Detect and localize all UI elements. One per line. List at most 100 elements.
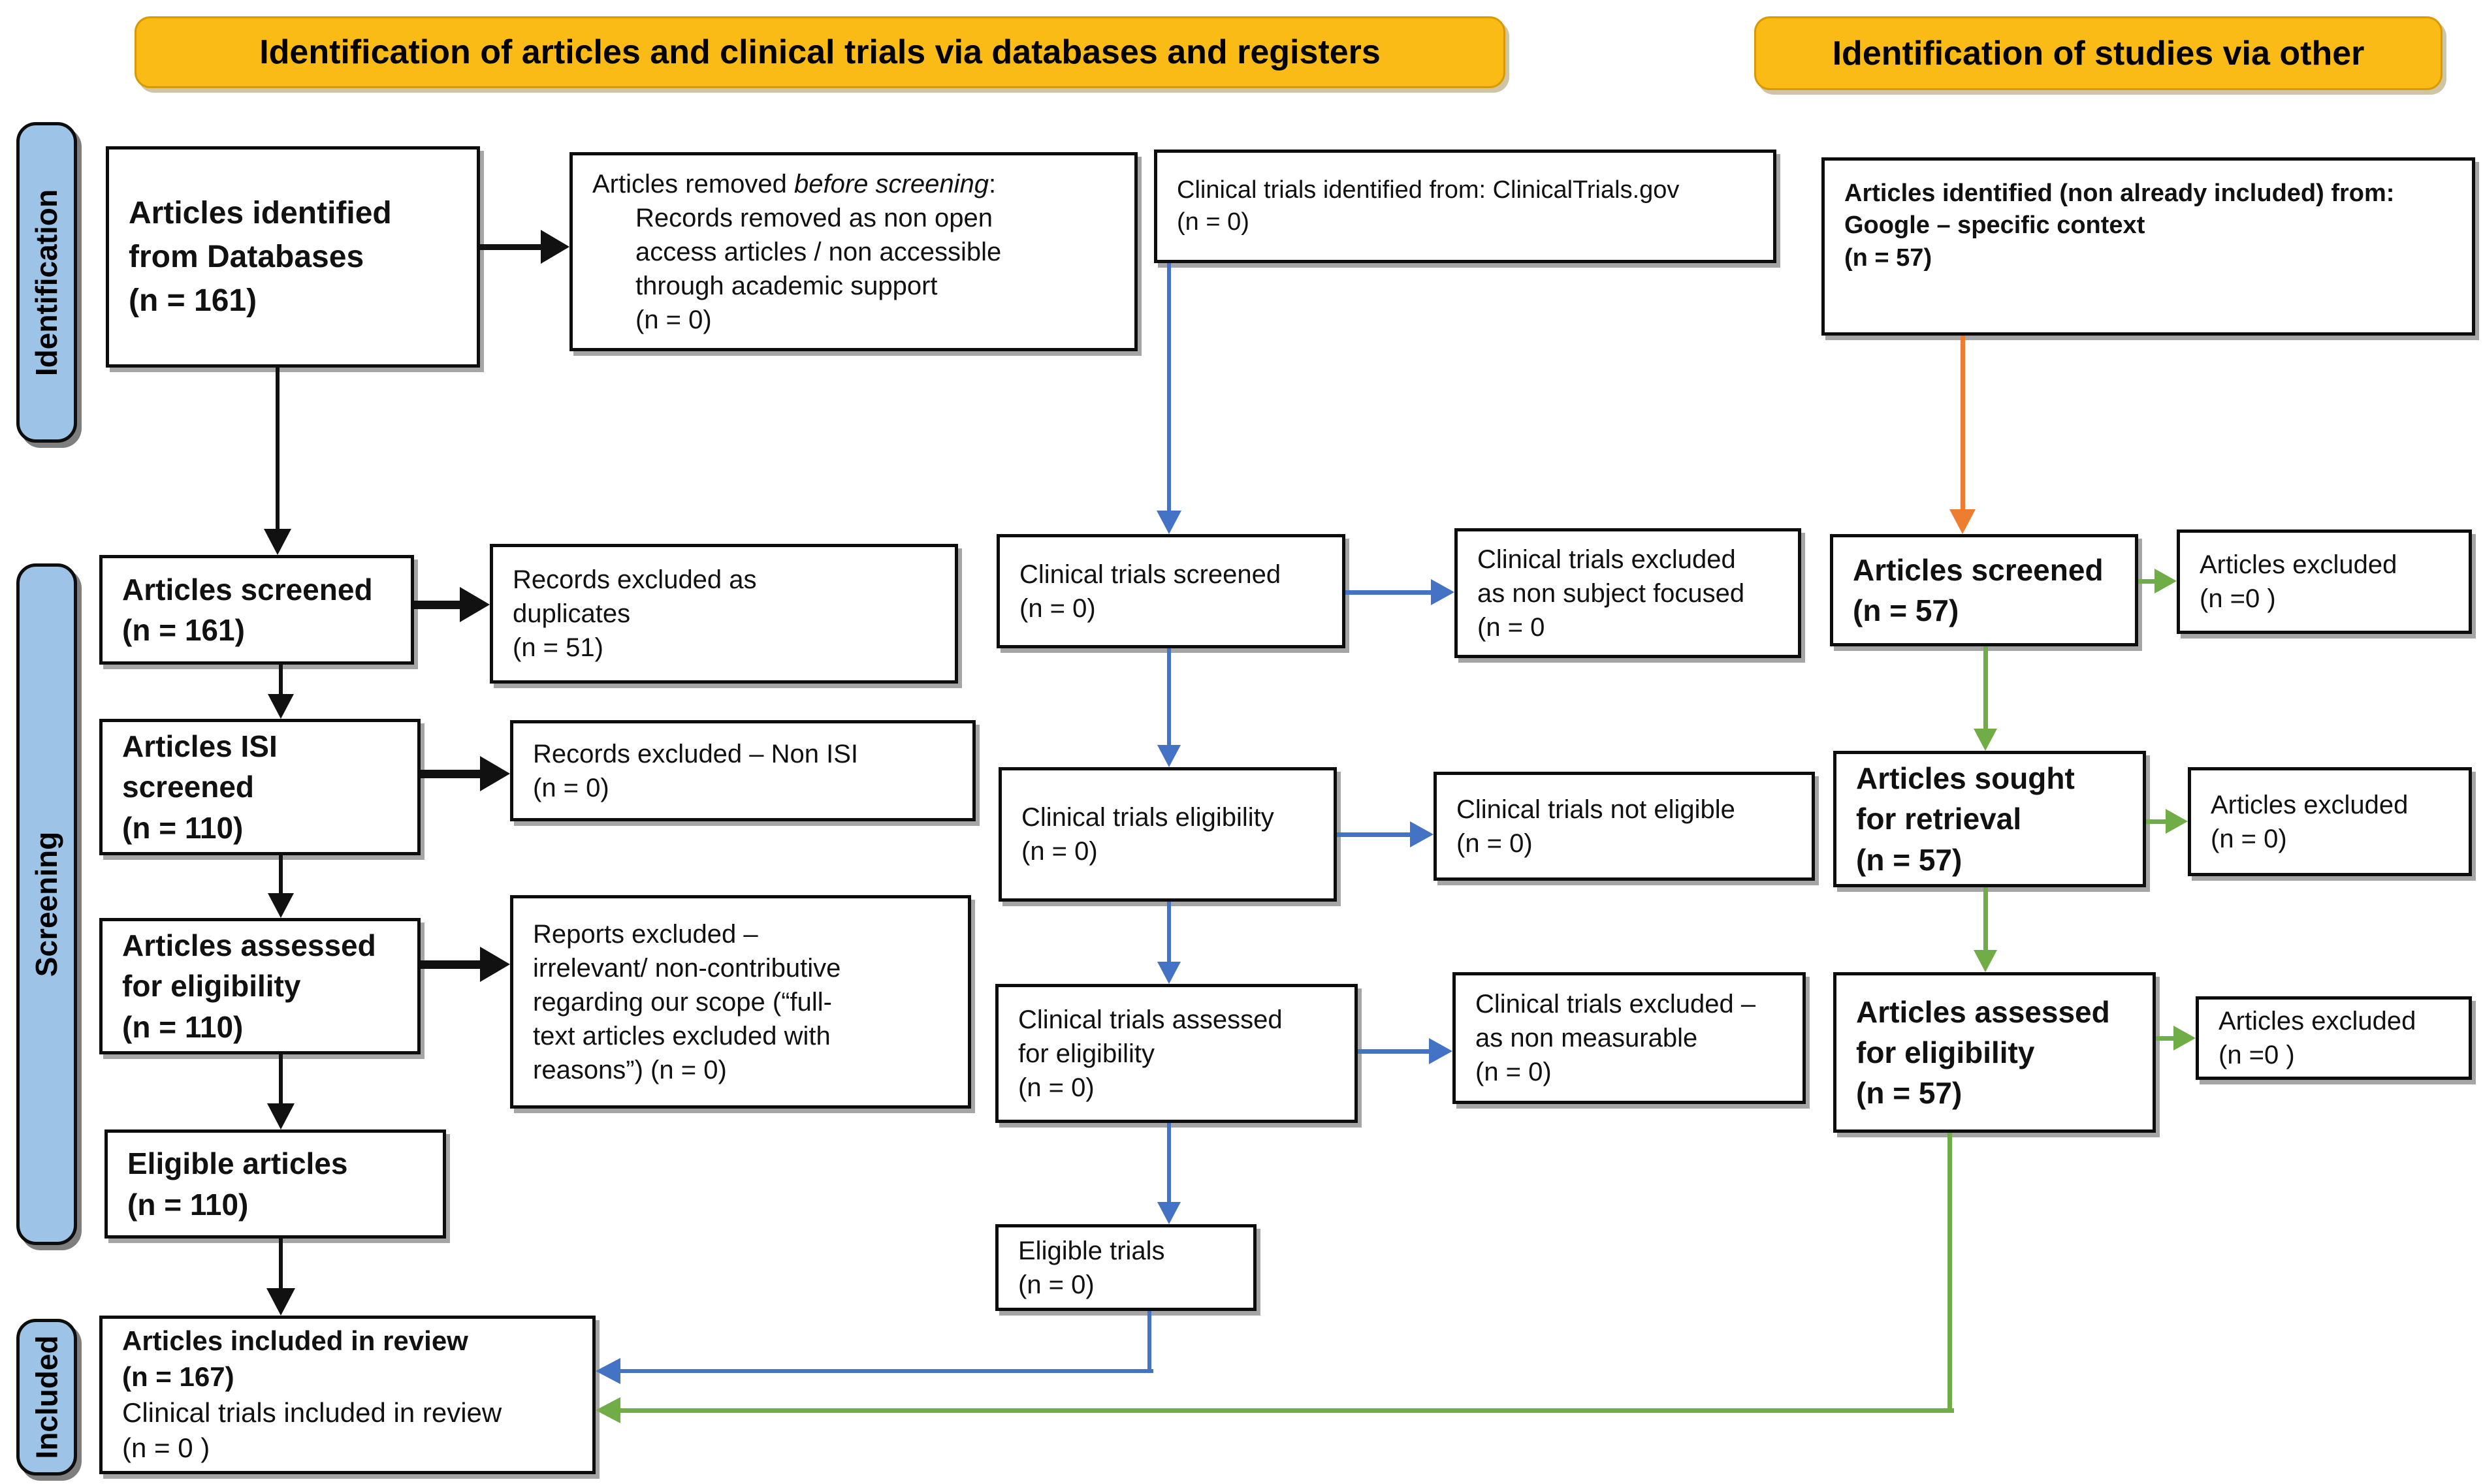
- text-line: text articles excluded with: [533, 1021, 831, 1050]
- text-line: screened: [122, 770, 255, 804]
- text-line: for eligibility: [122, 969, 301, 1003]
- arrow-sought-to-assessed-line: [1983, 887, 1988, 950]
- text-line: (n = 0: [1477, 612, 1545, 642]
- text-line: reasons”) (n = 0): [533, 1055, 727, 1084]
- arrow-ct-screened-to-excluded-head: [1431, 579, 1454, 605]
- arrow-screened-to-duplicates-head: [460, 587, 490, 622]
- text-line: Articles assessed: [122, 928, 376, 963]
- arrow-eligible-to-included-line: [279, 1239, 283, 1288]
- text-line: Clinical trials assessed: [1018, 1005, 1283, 1034]
- text-line: (n = 0): [1018, 1073, 1095, 1102]
- box-eligible-articles: Eligible articles(n = 110): [104, 1129, 446, 1239]
- box-articles-excluded-2: Articles excluded(n = 0): [2188, 767, 2472, 876]
- arrow-other-screened-to-sought-line: [1983, 646, 1988, 729]
- text-line: (n = 0): [2211, 824, 2287, 853]
- articles-removed-title-italic: before screening: [793, 169, 989, 198]
- text-line: Articles ISI: [122, 729, 278, 764]
- text-line: (n = 161): [129, 283, 257, 319]
- text-line: Articles screened: [122, 572, 373, 607]
- box-eligible-trials: Eligible trials(n = 0): [995, 1224, 1257, 1311]
- arrow-sought-to-excluded-head: [2166, 809, 2188, 834]
- text-line: for retrieval: [1856, 802, 2022, 836]
- banner-other-sources: Identification of studies via other: [1754, 16, 2443, 90]
- arrow-identified-to-screened-line: [276, 368, 280, 529]
- text-line: Clinical trials excluded: [1477, 545, 1736, 574]
- arrow-other-screened-to-sought-head: [1974, 729, 1997, 751]
- arrow-ct-eligible-down-line: [1147, 1311, 1151, 1373]
- arrow-ct-eligible-to-included-line: [620, 1369, 1153, 1373]
- arrow-screened-to-duplicates-line: [414, 600, 460, 609]
- arrow-other-to-included-head: [596, 1397, 620, 1423]
- arrow-ct-eligibility-to-assessed-head: [1157, 962, 1181, 984]
- arrow-isi-to-nonisi-head: [480, 756, 510, 791]
- text-line: as non measurable: [1475, 1024, 1698, 1052]
- arrow-other-screened-to-excluded-head: [2155, 569, 2177, 593]
- arrow-ct-assessed-to-excluded-line: [1358, 1049, 1429, 1054]
- text-line: (n = 51): [513, 633, 603, 662]
- text-line: (n = 110): [127, 1187, 249, 1222]
- text-line: Clinical trials included in review: [122, 1397, 502, 1428]
- box-trials-eligibility: Clinical trials eligibility(n = 0): [999, 767, 1337, 902]
- text-line: (n =0 ): [2200, 584, 2276, 613]
- arrow-sought-to-excluded-line: [2146, 819, 2166, 824]
- arrow-google-to-screened-head: [1949, 509, 1976, 534]
- text-line: Records excluded – Non ISI: [533, 739, 859, 768]
- text-line: (n = 57): [1856, 1076, 1962, 1111]
- arrow-other-assessed-to-excluded-head: [2173, 1026, 2196, 1050]
- text-line: irrelevant/ non-contributive: [533, 953, 841, 983]
- banner-databases-registers: Identification of articles and clinical …: [135, 16, 1505, 88]
- arrow-ct-assessed-to-eligibletrials-head: [1157, 1202, 1181, 1224]
- text-line: Reports excluded –: [533, 919, 758, 949]
- box-included-review: Articles included in review (n = 167) Cli…: [99, 1316, 596, 1474]
- arrow-ct-screened-to-eligibility-head: [1157, 745, 1181, 767]
- articles-removed-body: Records removed as non open access articl…: [592, 201, 1125, 337]
- included-review-bold: Articles included in review (n = 167): [122, 1323, 583, 1395]
- arrow-identified-to-removed-line: [480, 244, 541, 250]
- arrow-isi-to-assessed-head: [268, 893, 294, 918]
- box-articles-excluded-3: Articles excluded (n =0 ): [2196, 996, 2472, 1080]
- arrow-screened-to-isi-head: [268, 694, 294, 719]
- arrow-ct-identified-to-screened-head: [1157, 511, 1181, 534]
- text-line: (n = 0 ): [122, 1432, 210, 1464]
- box-articles-screened: Articles screened (n = 161): [99, 555, 414, 665]
- text-line: Records excluded as: [513, 565, 757, 594]
- text-line: (n = 110): [122, 810, 244, 845]
- text-line: access articles / non accessible: [635, 237, 1002, 266]
- text-line: Google – specific context: [1844, 212, 2145, 240]
- arrow-ct-assessed-to-excluded-head: [1429, 1038, 1452, 1064]
- text-line: (n = 110): [122, 1009, 244, 1044]
- text-line: Articles excluded: [2219, 1007, 2416, 1035]
- text-line: Articles screened: [1853, 552, 2104, 587]
- arrow-assessed-to-eligible-line: [279, 1054, 283, 1103]
- text-line: Clinical trials eligibility: [1021, 803, 1274, 832]
- arrow-ct-identified-to-screened-line: [1167, 263, 1171, 511]
- arrow-ct-screened-to-excluded-line: [1345, 590, 1431, 595]
- text-line: (n =0 ): [2219, 1041, 2295, 1069]
- arrow-ct-eligibility-to-noteligible-line: [1337, 832, 1410, 837]
- box-records-excluded-non-isi: Records excluded – Non ISI(n = 0): [510, 720, 976, 821]
- text-line: Articles included in review: [122, 1325, 468, 1357]
- text-line: (n = 0): [1177, 208, 1249, 236]
- arrow-isi-to-assessed-line: [279, 855, 283, 893]
- text-line: for eligibility: [1856, 1035, 2035, 1069]
- arrow-other-to-included-line: [620, 1408, 1954, 1413]
- arrow-identified-to-removed-head: [541, 230, 569, 264]
- text-line: Articles identified (non already include…: [1844, 180, 2395, 207]
- arrow-other-assessed-to-excluded-line: [2156, 1035, 2173, 1041]
- text-line: (n = 167): [122, 1361, 234, 1392]
- box-articles-assessed: Articles assessed for eligibility (n = 110…: [99, 918, 421, 1054]
- arrow-other-assessed-down-line: [1947, 1133, 1952, 1412]
- arrow-screened-to-isi-line: [279, 665, 283, 694]
- text-line: Records removed as non open: [635, 203, 993, 232]
- text-line: Clinical trials screened: [1019, 560, 1281, 589]
- box-trials-excluded-measurable: Clinical trials excluded –as non measura…: [1452, 972, 1806, 1104]
- text-line: (n = 161): [122, 613, 245, 647]
- box-articles-screened-other: Articles screened(n = 57): [1830, 534, 2138, 646]
- arrow-ct-screened-to-eligibility-line: [1167, 648, 1171, 745]
